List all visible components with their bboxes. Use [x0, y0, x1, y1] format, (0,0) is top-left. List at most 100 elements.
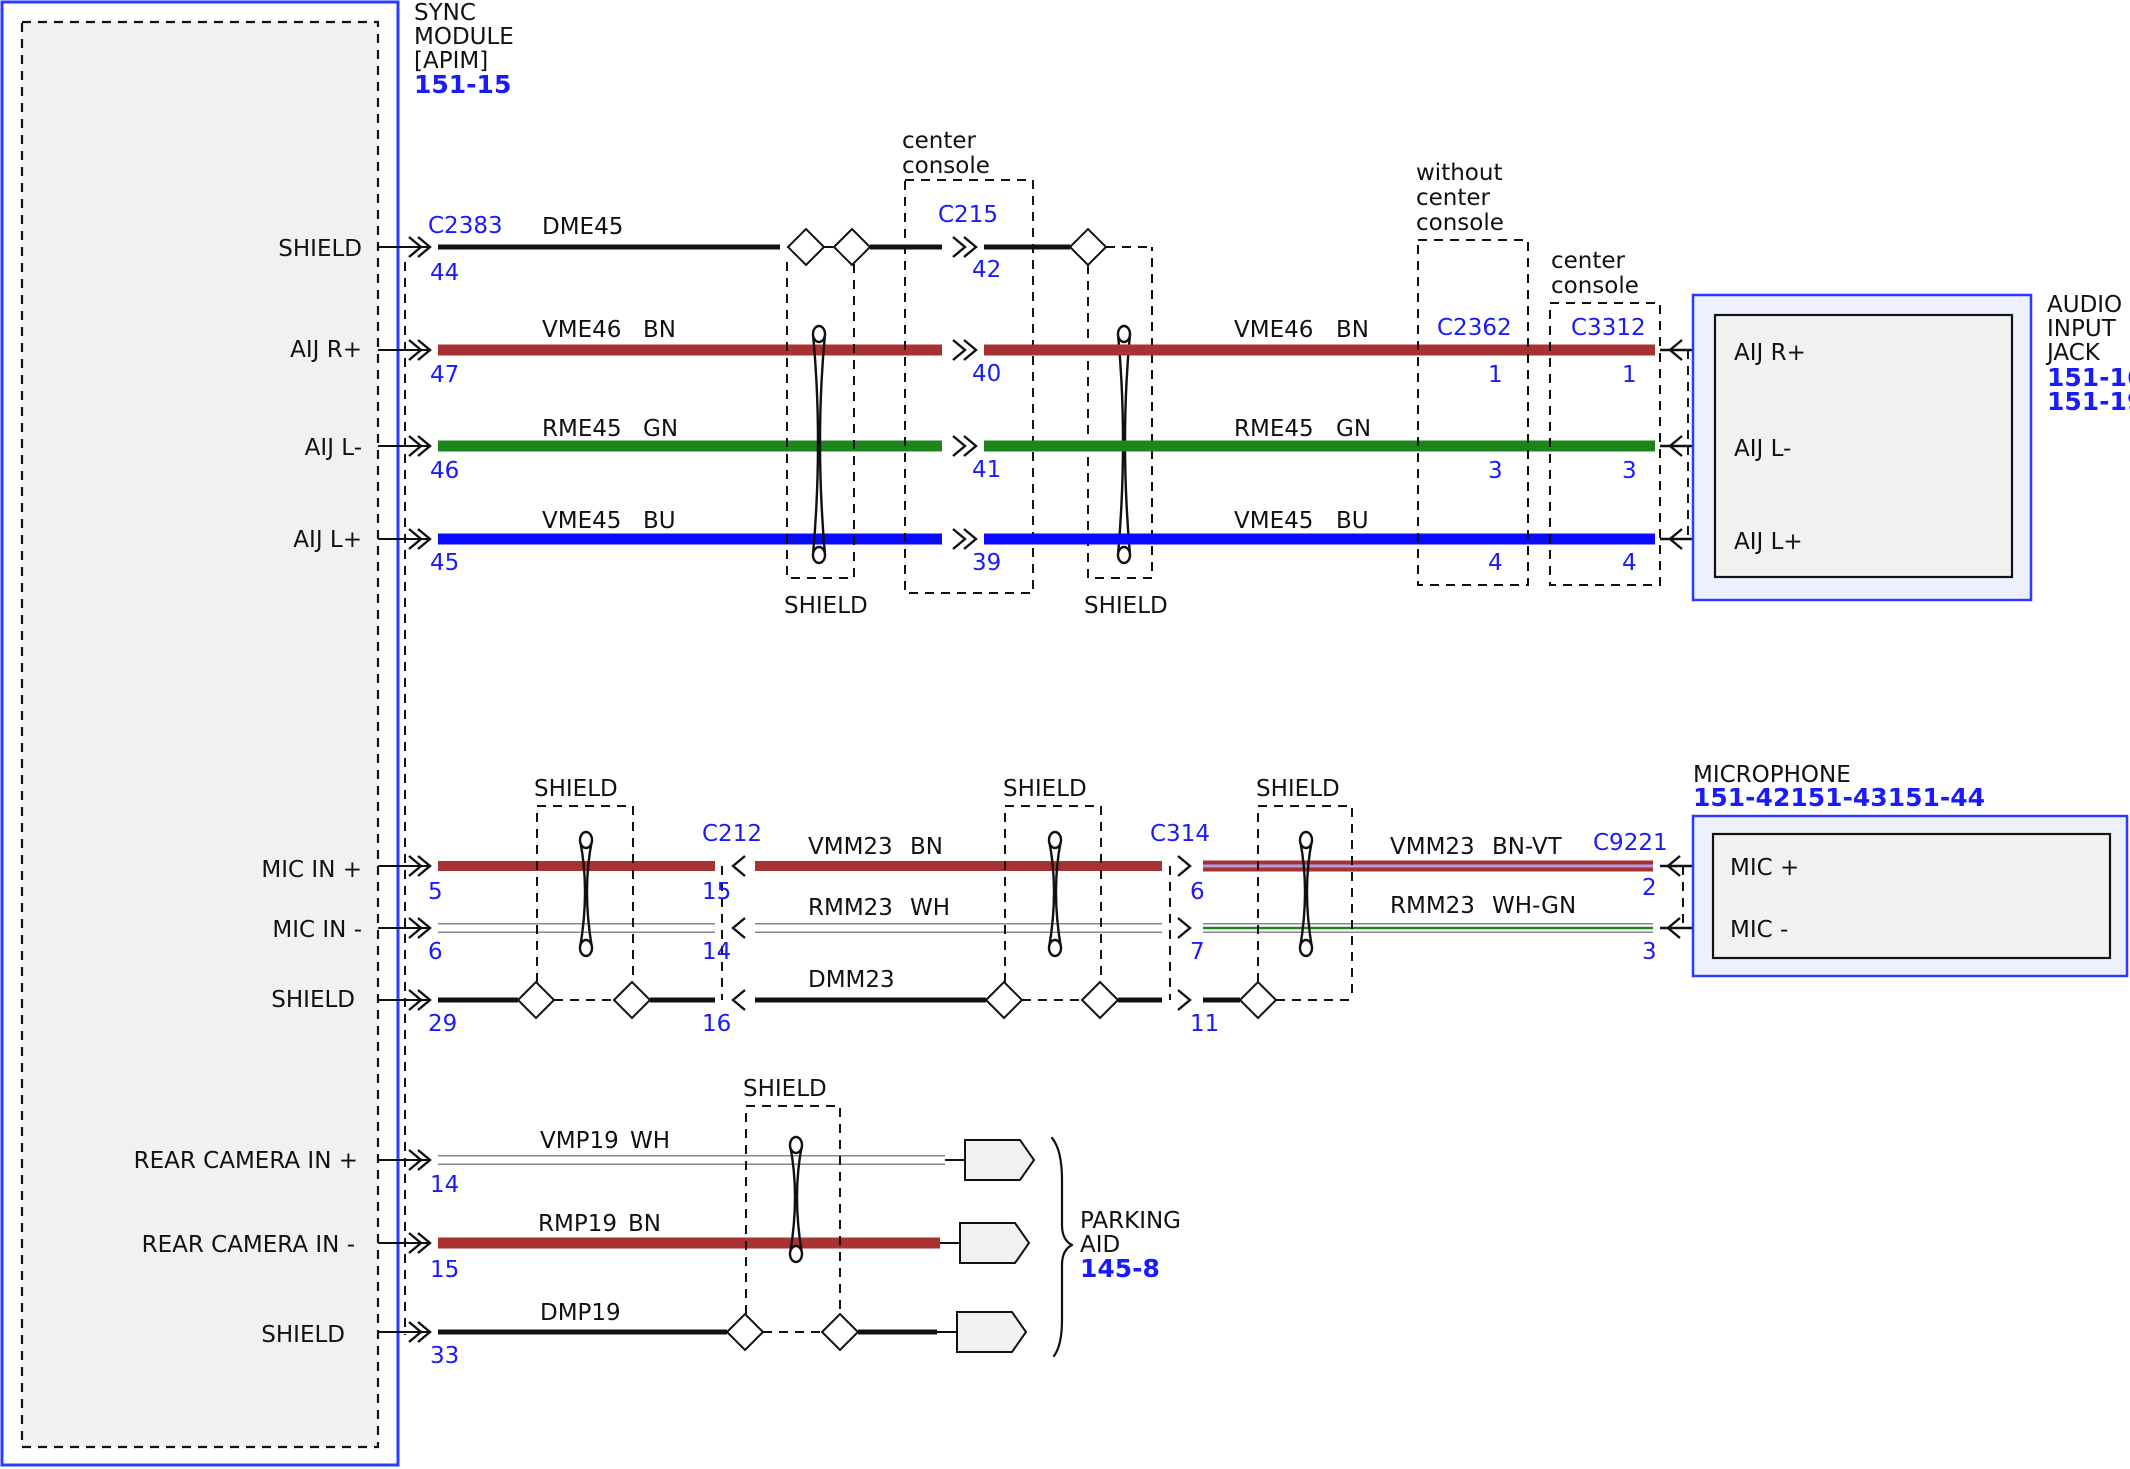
svg-text:145-8: 145-8	[1080, 1254, 1160, 1283]
svg-text:2: 2	[1642, 875, 1657, 901]
parking-aid-pin-2	[959, 1222, 1031, 1264]
svg-text:151-15: 151-15	[414, 70, 511, 99]
jack-ref-2: 151-19	[2047, 387, 2130, 416]
color-bn-mic: BN	[910, 834, 943, 860]
circuit-rmm23: RMM23	[808, 895, 893, 921]
connector-c212: C212	[702, 821, 762, 847]
microphone: MICROPHONE 151-42151-43151-44 MIC + MIC …	[1691, 762, 2129, 978]
svg-text:console: console	[902, 153, 990, 179]
sync-module-ref: 151-15	[414, 70, 511, 99]
pin-num-29: 29	[428, 1011, 457, 1037]
svg-text:151-19: 151-19	[2047, 387, 2130, 416]
svg-text:SHIELD: SHIELD	[1256, 776, 1340, 802]
parking-aid-name-1: PARKING	[1080, 1208, 1181, 1234]
note-without: without	[1416, 160, 1502, 186]
color-wh-cam: WH	[630, 1128, 670, 1154]
pin-num-44: 44	[430, 260, 459, 286]
svg-text:SHIELD: SHIELD	[1003, 776, 1087, 802]
svg-text:SHIELD: SHIELD	[743, 1076, 827, 1102]
audio-group: SHIELD AIJ R+ AIJ L- AIJ L+ 44 47 46 45 …	[278, 128, 1715, 619]
svg-text:MIC +: MIC +	[1730, 855, 1799, 881]
circuit-rmp19: RMP19	[538, 1211, 617, 1237]
circuit-dmp19: DMP19	[540, 1300, 621, 1326]
svg-text:3: 3	[1642, 939, 1657, 965]
c314-pin-11: 11	[1190, 1011, 1219, 1037]
connector-c314: C314	[1150, 821, 1210, 847]
microphone-inner	[1711, 832, 2112, 960]
svg-text:39: 39	[972, 550, 1001, 576]
svg-text:VME46: VME46	[1234, 317, 1313, 343]
svg-text:33: 33	[430, 1343, 459, 1369]
c215-arrows	[952, 236, 978, 550]
svg-text:MICROPHONE: MICROPHONE	[1693, 762, 1851, 788]
svg-text:RMP19: RMP19	[538, 1211, 617, 1237]
svg-text:PARKING: PARKING	[1080, 1208, 1181, 1234]
sync-module: SYNC MODULE [APIM] 151-15	[0, 0, 514, 1467]
audio-wires-left	[438, 244, 942, 545]
circuit-vme46-right: VME46	[1234, 317, 1313, 343]
c215-pin-42: 42	[972, 257, 1001, 283]
note-center-2: center	[1416, 185, 1491, 211]
twist-symbol-1	[811, 324, 827, 565]
parking-aid-pin-3	[956, 1311, 1028, 1353]
c212-pin-16: 16	[702, 1011, 731, 1037]
svg-text:C2362: C2362	[1437, 315, 1512, 341]
shield-label-5: SHIELD	[1256, 776, 1340, 802]
svg-text:VMM23: VMM23	[808, 834, 893, 860]
svg-text:VME45: VME45	[542, 508, 621, 534]
module-arrows	[408, 236, 432, 1343]
note-console-2: console	[1416, 210, 1504, 236]
svg-text:BN-VT: BN-VT	[1492, 834, 1563, 860]
c215-pin-41: 41	[972, 457, 1001, 483]
jack-pin-aij-l-minus: AIJ L-	[1734, 436, 1791, 462]
svg-text:console: console	[1551, 273, 1639, 299]
svg-text:C9221: C9221	[1593, 830, 1668, 856]
svg-text:3: 3	[1488, 458, 1503, 484]
shield-drain-diamond-3	[1068, 227, 1108, 267]
shield-label-3: SHIELD	[534, 776, 618, 802]
svg-text:INPUT: INPUT	[2047, 316, 2117, 342]
twist-symbol-3	[578, 830, 594, 958]
svg-text:BN: BN	[628, 1211, 661, 1237]
svg-text:MIC -: MIC -	[1730, 917, 1788, 943]
svg-text:SHIELD: SHIELD	[278, 236, 362, 262]
color-bn-left: BN	[643, 317, 676, 343]
svg-text:RME45: RME45	[1234, 416, 1314, 442]
circuit-vmm23: VMM23	[808, 834, 893, 860]
circuit-vme46-left: VME46	[542, 317, 621, 343]
twist-symbol-5	[1298, 830, 1314, 958]
circuit-dme45: DME45	[542, 214, 623, 240]
pin-label-mic-in-minus: MIC IN -	[272, 917, 362, 943]
circuit-vme45-right: VME45	[1234, 508, 1313, 534]
c215-pin-40: 40	[972, 361, 1001, 387]
svg-text:SHIELD: SHIELD	[1084, 593, 1168, 619]
note-console-3: console	[1551, 273, 1639, 299]
svg-text:MIC IN -: MIC IN -	[272, 917, 362, 943]
svg-text:SHIELD: SHIELD	[261, 1322, 345, 1348]
sync-module-name-1: SYNC	[414, 0, 476, 26]
c2362-pin-3: 3	[1488, 458, 1503, 484]
pin-num-45: 45	[430, 550, 459, 576]
pin-label-shield-2: SHIELD	[271, 987, 355, 1013]
pin-label-aij-l-plus: AIJ L+	[293, 527, 362, 553]
svg-text:RMM23: RMM23	[1390, 893, 1475, 919]
mic-group: MIC IN + MIC IN - SHIELD 5 6 29 SHIELD C…	[261, 776, 1712, 1037]
svg-text:AIJ L+: AIJ L+	[293, 527, 362, 553]
circuit-vmp19: VMP19	[540, 1128, 619, 1154]
svg-text:45: 45	[430, 550, 459, 576]
svg-text:C215: C215	[938, 202, 998, 228]
svg-text:44: 44	[430, 260, 459, 286]
svg-text:WH: WH	[630, 1128, 670, 1154]
svg-text:46: 46	[430, 458, 459, 484]
svg-text:C212: C212	[702, 821, 762, 847]
svg-text:40: 40	[972, 361, 1001, 387]
camera-group: REAR CAMERA IN + REAR CAMERA IN - SHIELD…	[134, 1076, 1074, 1369]
audio-input-jack: AIJ R+ AIJ L- AIJ L+ AUDIO INPUT JACK 15…	[1691, 292, 2130, 602]
svg-text:WH-GN: WH-GN	[1492, 893, 1576, 919]
svg-text:RME45: RME45	[542, 416, 622, 442]
note-console-1: console	[902, 153, 990, 179]
color-bu-left: BU	[643, 508, 676, 534]
svg-text:BU: BU	[1336, 508, 1369, 534]
microphone-ref: 151-42151-43151-44	[1693, 783, 1985, 812]
svg-text:VME45: VME45	[1234, 508, 1313, 534]
